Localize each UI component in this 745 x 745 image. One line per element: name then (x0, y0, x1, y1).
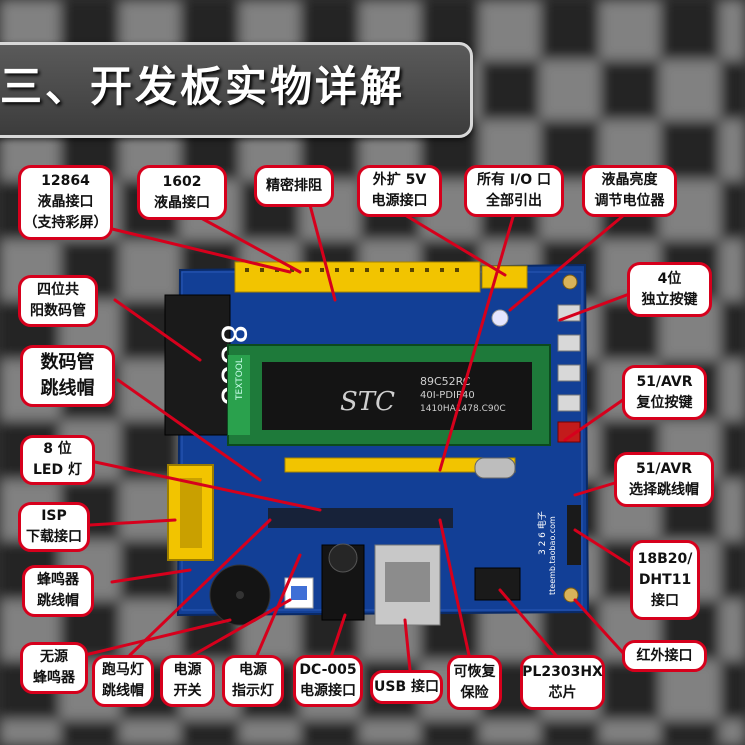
callout-line: （支持彩屏） (23, 215, 108, 231)
callout-line: 可恢复 (453, 663, 496, 680)
callout-fuse: 可恢复 保险 (447, 655, 502, 710)
brand-text: 3 2 6 电子 (536, 511, 548, 555)
callout-line: 下载接口 (26, 529, 82, 545)
callout-marquee: 跑马灯 跳线帽 (92, 655, 154, 707)
title-banner (0, 42, 473, 138)
callout-line: ISP (41, 508, 67, 524)
callout-line: 跳线帽 (40, 378, 95, 399)
callout-ir: 红外接口 (622, 640, 707, 672)
callout-line: 调节电位器 (594, 193, 665, 209)
callout-line: 跑马灯 (102, 662, 144, 678)
callout-line: 电源 (173, 662, 202, 678)
callout-usb: USB 接口 (370, 670, 443, 704)
callout-line: 电源 (239, 662, 267, 678)
callout-line: 液晶亮度 (601, 172, 658, 188)
callout-line: 阳数码管 (30, 303, 86, 319)
socket-label: TEXTOOL (235, 358, 245, 401)
callout-line: USB 接口 (374, 678, 439, 695)
callout-line: 精密排阻 (266, 177, 322, 194)
callout-line: 18B20/ (637, 550, 693, 567)
callout-line: 4位 (657, 270, 682, 287)
callout-line: 51/AVR (635, 460, 693, 477)
callout-line: 选择跳线帽 (629, 481, 699, 498)
callout-line: 保险 (460, 684, 489, 701)
chip-model: 89C52RC (420, 375, 471, 388)
chip-code: 1410HA1478.C90C (420, 404, 506, 414)
callout-lcd12864: 12864 液晶接口 （支持彩屏） (18, 165, 113, 240)
callout-powerled: 电源 指示灯 (222, 655, 284, 707)
callout-line: 无源 (40, 649, 68, 665)
callout-line: 1602 (162, 173, 202, 190)
callout-line: 外扩 5V (372, 172, 427, 188)
callout-line: 开关 (173, 683, 202, 699)
callout-line: LED 灯 (33, 462, 82, 478)
callout-line: 独立按键 (641, 291, 698, 308)
callout-buzzer: 无源 蜂鸣器 (20, 642, 88, 694)
callout-switch: 电源 开关 (160, 655, 215, 707)
callout-io: 所有 I/O 口 全部引出 (464, 165, 564, 217)
callout-seg4: 四位共 阳数码管 (18, 275, 98, 327)
callout-ext5v: 外扩 5V 电源接口 (357, 165, 442, 217)
callout-line: 蜂鸣器 (37, 572, 79, 588)
callout-segjumper: 数码管 跳线帽 (20, 345, 115, 407)
callout-line: 所有 I/O 口 (477, 172, 551, 188)
callout-reset: 51/AVR 复位按键 (622, 365, 707, 420)
callout-sensor: 18B20/ DHT11 接口 (630, 540, 700, 620)
callout-line: 红外接口 (636, 647, 693, 664)
callout-resistor: 精密排阻 (254, 165, 334, 207)
callout-line: 跳线帽 (37, 593, 79, 609)
callout-line: 指示灯 (232, 683, 274, 699)
chip-package: 40I-PDIP40 (420, 390, 475, 401)
callout-line: 跳线帽 (102, 683, 144, 699)
callout-line: 液晶接口 (37, 194, 94, 210)
callout-line: PL2303HX (522, 663, 603, 680)
callout-line: 液晶接口 (154, 194, 210, 211)
callout-line: 数码管 (40, 352, 95, 373)
callout-line: DHT11 (638, 571, 692, 588)
callout-line: 电源接口 (371, 193, 428, 209)
callout-selectjumper: 51/AVR 选择跳线帽 (614, 452, 714, 507)
callout-buzzerjumper: 蜂鸣器 跳线帽 (22, 565, 94, 617)
callout-line: 51/AVR (636, 373, 693, 390)
callout-pot: 液晶亮度 调节电位器 (582, 165, 677, 217)
callout-line: 12864 (41, 173, 90, 189)
website-text: tteemb.taobao.com (548, 516, 557, 595)
callout-line: 电源接口 (300, 683, 356, 699)
callout-line: 四位共 (37, 282, 79, 298)
callout-line: 8 位 (43, 441, 72, 457)
callout-isp: ISP 下载接口 (18, 502, 90, 552)
callout-line: 接口 (651, 592, 679, 609)
callout-line: 全部引出 (486, 193, 542, 209)
callout-line: 复位按键 (636, 394, 693, 411)
callout-led: 8 位 LED 灯 (20, 435, 95, 485)
callout-line: 芯片 (548, 684, 577, 701)
callout-line: DC-005 (299, 662, 357, 678)
callout-dc: DC-005 电源接口 (293, 655, 363, 707)
chip-brand: STC (340, 387, 395, 417)
callout-keys: 4位 独立按键 (627, 262, 712, 317)
page-title: 三、开发板实物详解 (0, 62, 406, 111)
callout-line: 蜂鸣器 (33, 670, 75, 686)
callout-lcd1602: 1602 液晶接口 (137, 165, 227, 220)
callout-pl2303: PL2303HX 芯片 (520, 655, 605, 710)
